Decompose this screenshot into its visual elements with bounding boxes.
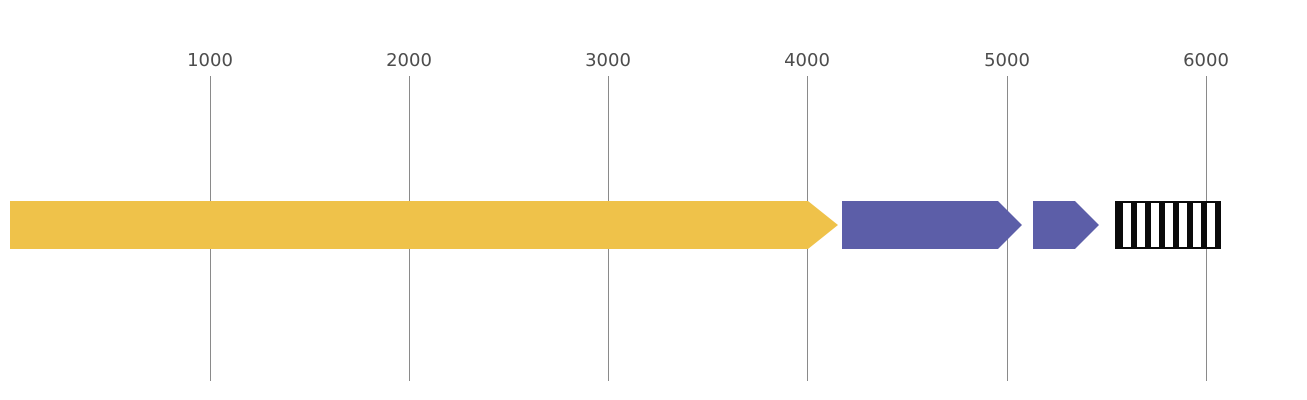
axis-tick-label: 5000 — [984, 50, 1030, 71]
feature-arrow-1 — [10, 201, 838, 249]
feature-arrow-3 — [1033, 201, 1099, 249]
axis-tick-label: 4000 — [784, 50, 830, 71]
feature-hatched-box — [1115, 201, 1221, 249]
axis-tick-label: 1000 — [187, 50, 233, 71]
axis-tick-label: 2000 — [386, 50, 432, 71]
axis-tick-label: 3000 — [585, 50, 631, 71]
axis-tick-label: 6000 — [1183, 50, 1229, 71]
feature-arrow-2 — [842, 201, 1022, 249]
